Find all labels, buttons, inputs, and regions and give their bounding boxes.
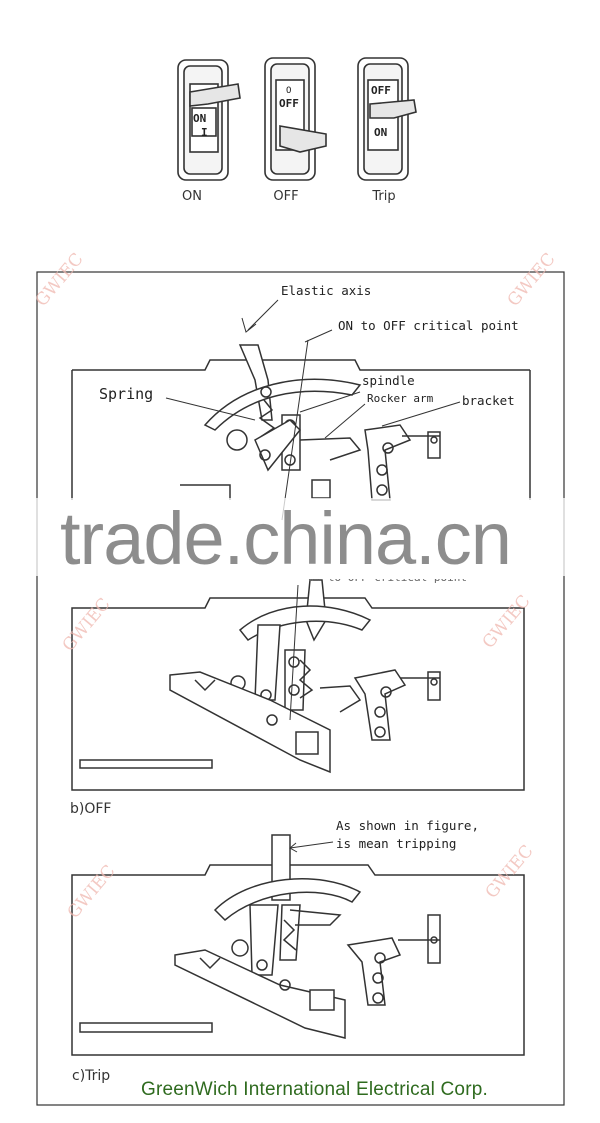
switch-on-caption: ON xyxy=(182,189,202,204)
callout-bracket: bracket xyxy=(462,393,515,408)
switch-trip-illustration xyxy=(357,57,417,181)
switch-illustrations xyxy=(177,57,417,181)
panel-b-off-mechanism xyxy=(71,579,525,791)
panel-c-label: c)Trip xyxy=(72,1068,111,1084)
switch-trip-top-text: OFF xyxy=(371,84,391,97)
panel-c-note-line1: As shown in figure, xyxy=(336,818,479,833)
callout-spindle: spindle xyxy=(362,373,415,388)
switch-trip-bottom-text: ON xyxy=(374,126,388,139)
big-watermark: trade.china.cn xyxy=(60,497,512,580)
outer-frame xyxy=(36,271,565,1106)
switch-on-window-text: ON xyxy=(193,112,207,125)
callout-spring: Spring xyxy=(99,385,154,403)
switch-off-illustration xyxy=(264,57,327,181)
company-name: GreenWich International Electrical Corp. xyxy=(141,1079,488,1100)
panel-b-critical-point-partial: ON to OFF critical point xyxy=(308,571,467,584)
switch-off-window-mark: O xyxy=(286,86,292,96)
switch-off-window-text: OFF xyxy=(279,97,299,110)
panel-c-trip-mechanism xyxy=(71,834,525,1056)
switch-on-illustration xyxy=(177,59,241,181)
big-watermark-backdrop xyxy=(0,498,600,576)
callout-rocker-arm: Rocker arm xyxy=(367,392,434,405)
callout-elastic-axis: Elastic axis xyxy=(281,283,372,298)
panel-a-on-mechanism xyxy=(71,299,531,521)
callout-critical-point: ON to OFF critical point xyxy=(338,318,519,333)
switch-off-caption: OFF xyxy=(273,189,299,204)
switch-on-window-mark: I xyxy=(201,126,208,139)
panel-c-note-line2: is mean tripping xyxy=(336,836,457,851)
panel-b-label: b)OFF xyxy=(70,801,112,817)
switch-trip-caption: Trip xyxy=(372,189,396,204)
